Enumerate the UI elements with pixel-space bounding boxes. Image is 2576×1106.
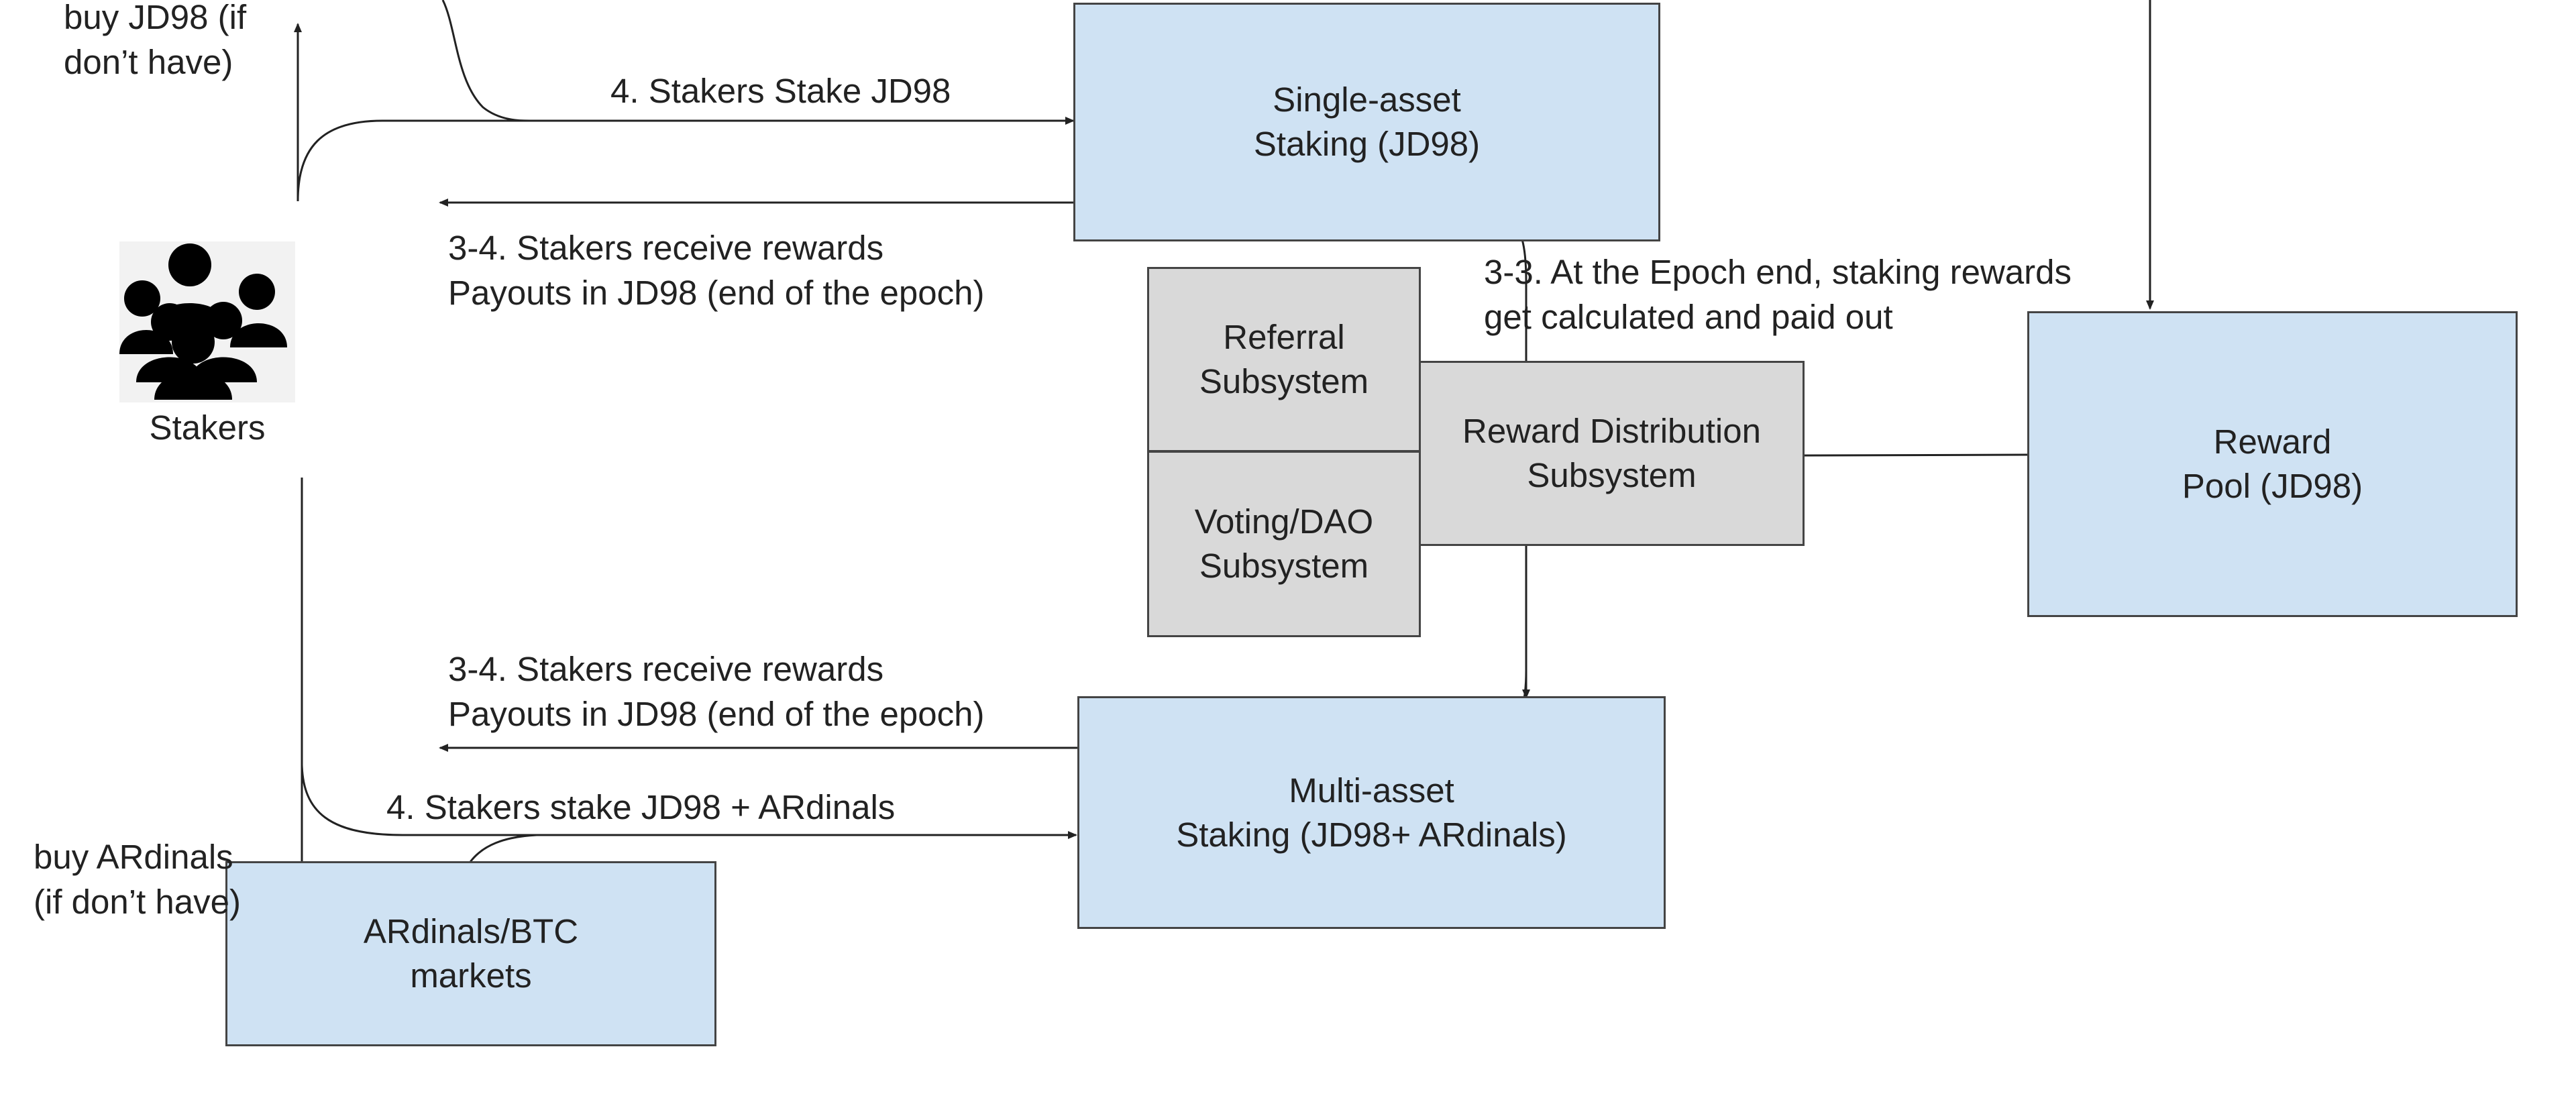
referral-subsystem-line2: Subsystem bbox=[1199, 362, 1369, 400]
buy-jd98-label-line1: buy JD98 (if bbox=[64, 0, 247, 36]
multi-asset-staking-line2: Staking (JD98+ ARdinals) bbox=[1176, 815, 1567, 854]
receive-rewards-top-line1: 3-4. Stakers receive rewards bbox=[448, 229, 884, 267]
stakers-stake-branch bbox=[297, 119, 383, 202]
buy-ardinals-label: buy ARdinals (if don’t have) bbox=[34, 834, 241, 924]
epoch-end-line2: get calculated and paid out bbox=[1484, 298, 1893, 336]
single-asset-staking-box: Single-asset Staking (JD98) bbox=[1073, 3, 1660, 241]
buy-jd98-label-line2: don’t have) bbox=[64, 43, 233, 81]
epoch-end-line1: 3-3. At the Epoch end, staking rewards bbox=[1484, 253, 2072, 291]
receive-rewards-top-line2: Payouts in JD98 (end of the epoch) bbox=[448, 274, 985, 312]
ardinals-btc-markets-line2: markets bbox=[410, 956, 532, 995]
multi-asset-staking-line1: Multi-asset bbox=[1289, 771, 1454, 810]
reward-distribution-line2: Subsystem bbox=[1527, 456, 1697, 494]
reward-distribution-subsystem-box: Reward Distribution Subsystem bbox=[1419, 361, 1805, 546]
reward-pool-line1: Reward bbox=[2213, 423, 2332, 461]
voting-dao-subsystem-line2: Subsystem bbox=[1199, 547, 1369, 585]
buy-ardinals-line1: buy ARdinals bbox=[34, 838, 233, 876]
referral-subsystem-box: Referral Subsystem bbox=[1147, 267, 1421, 452]
multi-asset-staking-box: Multi-asset Staking (JD98+ ARdinals) bbox=[1077, 696, 1666, 929]
voting-dao-subsystem-box: Voting/DAO Subsystem bbox=[1147, 451, 1421, 637]
reward-distribution-line1: Reward Distribution bbox=[1462, 412, 1761, 450]
reward-pool-box: Reward Pool (JD98) bbox=[2027, 311, 2518, 617]
ardinals-btc-markets-box: ARdinals/BTC markets bbox=[225, 861, 716, 1046]
referral-subsystem-line1: Referral bbox=[1223, 318, 1345, 356]
ardinals-btc-markets-line1: ARdinals/BTC bbox=[363, 912, 579, 950]
receive-rewards-bottom-line2: Payouts in JD98 (end of the epoch) bbox=[448, 695, 985, 733]
single-asset-staking-line1: Single-asset bbox=[1273, 80, 1461, 119]
epoch-end-label: 3-3. At the Epoch end, staking rewards g… bbox=[1484, 250, 2072, 339]
reward-pool-line2: Pool (JD98) bbox=[2182, 467, 2363, 505]
voting-dao-subsystem-line1: Voting/DAO bbox=[1194, 502, 1374, 541]
receive-rewards-bottom-label: 3-4. Stakers receive rewards Payouts in … bbox=[448, 647, 985, 736]
stakers-multi-branch bbox=[301, 764, 403, 836]
people-group-icon bbox=[119, 241, 295, 402]
buy-ardinals-line2: (if don’t have) bbox=[34, 883, 241, 921]
receive-rewards-top-label: 3-4. Stakers receive rewards Payouts in … bbox=[448, 225, 985, 315]
stakers-label: Stakers bbox=[149, 408, 266, 447]
single-asset-staking-line2: Staking (JD98) bbox=[1253, 125, 1481, 163]
jd98-loop-connector bbox=[441, 0, 531, 122]
stake-jd98-label: 4. Stakers Stake JD98 bbox=[610, 72, 951, 110]
buy-jd98-label: buy JD98 (if don’t have) bbox=[64, 0, 246, 85]
stake-multi-label: 4. Stakers stake JD98 + ARdinals bbox=[386, 788, 896, 826]
receive-rewards-bottom-line1: 3-4. Stakers receive rewards bbox=[448, 650, 884, 688]
stakers-node: Stakers bbox=[119, 241, 295, 456]
